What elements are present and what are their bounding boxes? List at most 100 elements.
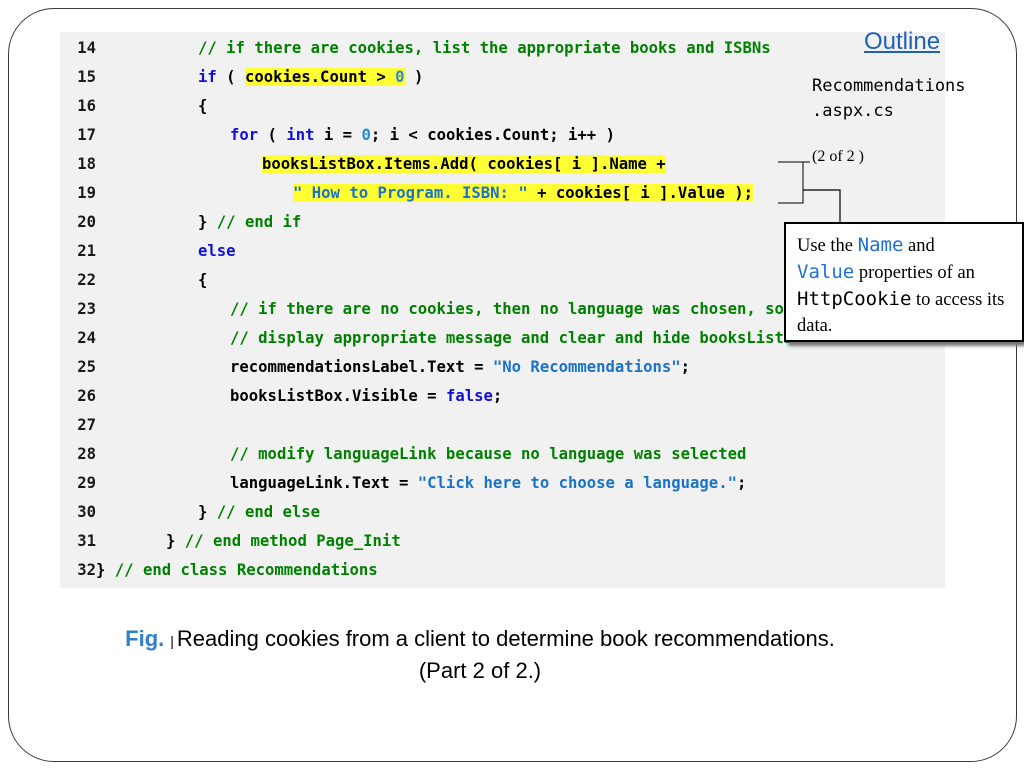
code-text: {: [198, 266, 207, 295]
code-token: ): [404, 68, 424, 86]
code-token: else: [198, 242, 236, 260]
code-token: 0: [395, 68, 405, 86]
code-text: booksListBox.Visible = false;: [230, 382, 502, 411]
code-line: 20} // end if: [60, 208, 301, 237]
callout-box: Use the Name and Value properties of an …: [784, 222, 1024, 342]
line-number: 19: [77, 184, 96, 202]
page-indicator: (2 of 2 ): [812, 148, 864, 165]
code-token: ; i < cookies.Count; i++ ): [370, 126, 615, 144]
code-listing: 14// if there are cookies, list the appr…: [60, 32, 945, 588]
code-token: if: [198, 68, 217, 86]
code-token: ;: [492, 387, 503, 405]
code-line: 27: [60, 411, 96, 440]
file-name-line2: .aspx.cs: [812, 101, 894, 121]
code-text: {: [198, 92, 207, 121]
line-number: 24: [77, 329, 96, 347]
code-line: 30 } // end else: [60, 498, 320, 527]
figure-label: Fig.: [125, 626, 165, 651]
file-name-line1: Recommendations: [812, 76, 966, 96]
code-text: } // end if: [198, 208, 301, 237]
line-number: 32: [77, 561, 96, 579]
code-text: recommendationsLabel.Text = "No Recommen…: [230, 353, 690, 382]
code-line: 15 if ( cookies.Count > 0 ): [60, 63, 423, 92]
code-line: 14// if there are cookies, list the appr…: [60, 34, 770, 63]
code-text: } // end else: [198, 498, 320, 527]
code-token: // end method Page_Init: [184, 532, 401, 550]
callout-value-code: Value: [797, 261, 855, 283]
code-token: // modify languageLink because no langua…: [230, 445, 747, 463]
code-text: // modify languageLink because no langua…: [230, 440, 746, 469]
line-number: 21: [77, 242, 96, 260]
code-token: (: [258, 126, 287, 144]
code-token: // if there are no cookies, then no lang…: [230, 300, 784, 318]
code-token: "No Recommendations": [492, 358, 681, 376]
code-token: cookies.Count >: [244, 68, 396, 86]
code-line: 18 booksListBox.Items.Add( cookies[ i ].N…: [60, 150, 666, 179]
code-token: " How to Program. ISBN: ": [293, 184, 528, 202]
code-token: {: [198, 271, 208, 289]
code-token: // if there are cookies, list the approp…: [198, 39, 771, 57]
callout-text-2: and: [903, 236, 935, 256]
code-token: // display appropriate message and clear…: [230, 329, 813, 347]
code-text: } // end method Page_Init: [166, 527, 401, 556]
code-token: + cookies[ i ].Value );: [527, 184, 754, 202]
code-token: // end class Recommendations: [114, 561, 378, 579]
code-line: 22 {: [60, 266, 207, 295]
code-line: 23 // if there are no cookies, then no la…: [60, 295, 784, 324]
line-number: 20: [77, 213, 96, 231]
code-token: languageLink.Text =: [230, 474, 418, 492]
line-number: 17: [77, 126, 96, 144]
code-text: // if there are cookies, list the approp…: [198, 34, 771, 63]
code-token: 0: [361, 126, 371, 144]
code-token: for: [230, 126, 259, 144]
code-token: }: [198, 213, 217, 231]
figure-caption: Fig. |Reading cookies from a client to de…: [100, 624, 860, 685]
line-number: 23: [77, 300, 96, 318]
callout-name-code: Name: [857, 234, 904, 256]
file-name: Recommendations .aspx.cs: [812, 74, 966, 124]
line-number: 25: [77, 358, 96, 376]
code-token: }: [198, 503, 217, 521]
callout-text-3: properties of an: [854, 263, 975, 283]
code-line: 32} // end class Recommendations: [60, 556, 377, 585]
code-token: "Click here to choose a language.": [417, 474, 737, 492]
code-text: // if there are no cookies, then no lang…: [230, 295, 784, 324]
code-token: // end if: [216, 213, 302, 231]
code-text: " How to Program. ISBN: " + cookies[ i ]…: [293, 179, 754, 208]
line-number: 22: [77, 271, 96, 289]
code-text: } // end class Recommendations: [96, 556, 378, 585]
code-token: recommendationsLabel.Text =: [230, 358, 493, 376]
line-number: 30: [77, 503, 96, 521]
caption-separator: |: [170, 633, 174, 649]
code-token: }: [166, 532, 185, 550]
code-text: // display appropriate message and clear…: [230, 324, 812, 353]
caption-text: Reading cookies from a client to determi…: [176, 626, 835, 683]
code-token: ;: [680, 358, 691, 376]
code-line: 28// modify languageLink because no lang…: [60, 440, 746, 469]
code-line: 21 else: [60, 237, 235, 266]
code-text: for ( int i = 0; i < cookies.Count; i++ …: [230, 121, 615, 150]
code-text: languageLink.Text = "Click here to choos…: [230, 469, 746, 498]
code-token: (: [216, 68, 245, 86]
code-text: if ( cookies.Count > 0 ): [198, 63, 423, 92]
code-line: 31} // end method Page_Init: [60, 527, 401, 556]
code-line: 26 booksListBox.Visible = false;: [60, 382, 502, 411]
code-token: int: [286, 126, 315, 144]
code-token: booksListBox.Visible =: [230, 387, 446, 405]
outline-link[interactable]: Outline: [864, 28, 941, 55]
callout-text-1: Use the: [797, 236, 858, 256]
line-number: 18: [77, 155, 96, 173]
callout-httpcookie-code: HttpCookie: [797, 288, 912, 310]
line-number: 15: [77, 68, 96, 86]
code-text: else: [198, 237, 236, 266]
code-line: 25 recommendationsLabel.Text = "No Recomm…: [60, 353, 690, 382]
code-line: 19 " How to Program. ISBN: " + cookies[ i…: [60, 179, 754, 208]
line-number: 27: [77, 416, 96, 434]
code-line: 17 for ( int i = 0; i < cookies.Count; i+…: [60, 121, 615, 150]
line-number: 26: [77, 387, 96, 405]
code-token: }: [96, 561, 115, 579]
code-token: ;: [736, 474, 747, 492]
code-text: booksListBox.Items.Add( cookies[ i ].Nam…: [262, 150, 666, 179]
line-number: 16: [77, 97, 96, 115]
